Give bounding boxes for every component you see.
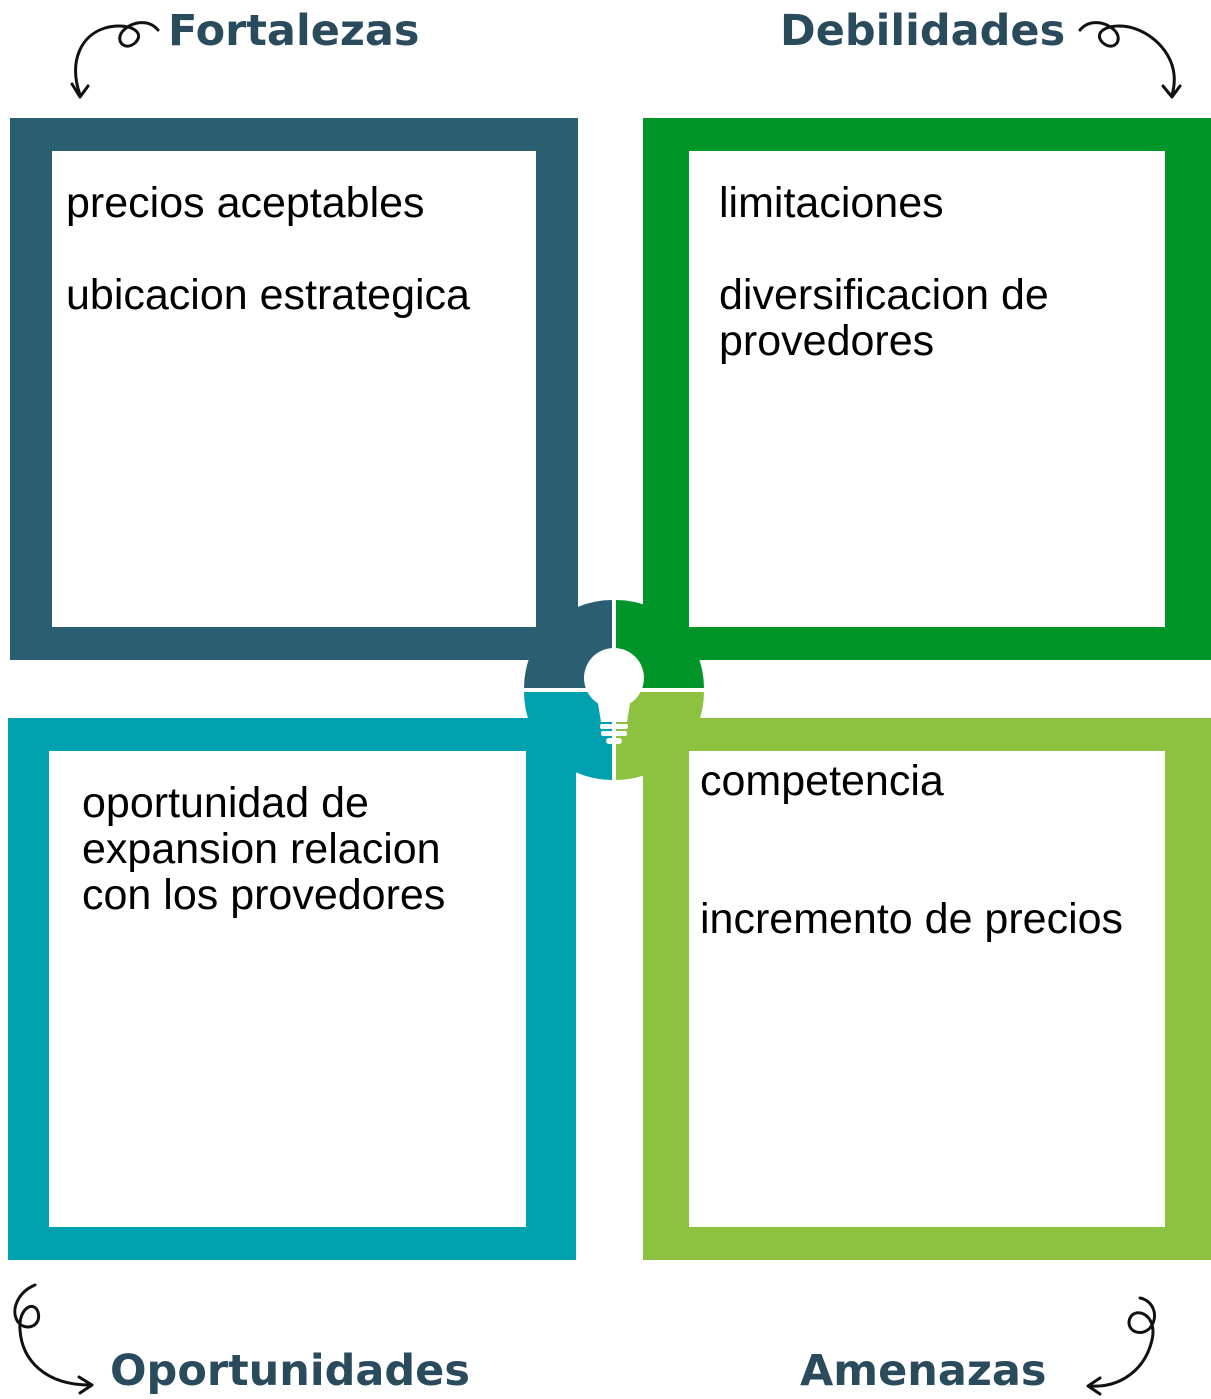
list-item: incremento de precios <box>700 895 1124 943</box>
center-quarter-oportunidades <box>524 692 612 780</box>
text-amenazas: competencia incremento de precios <box>700 758 1180 942</box>
list-item: diversificacion de provedores <box>719 271 1049 365</box>
text-fortalezas: precios aceptables ubicacion estrategica <box>66 180 526 318</box>
box-fortalezas <box>10 118 578 660</box>
curly-arrow-icon <box>1086 1296 1156 1396</box>
text-oportunidades: oportunidad de expansion relacion con lo… <box>82 780 482 918</box>
box-oportunidades <box>8 718 576 1260</box>
curly-arrow-icon <box>1078 21 1182 99</box>
curly-arrow-icon <box>70 21 160 99</box>
list-item: limitaciones <box>719 179 944 227</box>
title-amenazas: Amenazas <box>800 1346 1047 1396</box>
list-item: ubicacion estrategica <box>66 271 470 319</box>
title-oportunidades: Oportunidades <box>110 1346 470 1396</box>
lightbulb-icon <box>584 648 644 744</box>
curly-arrow-icon <box>13 1283 94 1395</box>
box-amenazas <box>643 718 1211 1260</box>
title-debilidades: Debilidades <box>780 6 1066 56</box>
text-debilidades: limitaciones diversificacion de provedor… <box>719 180 1139 364</box>
list-item: oportunidad de expansion relacion con lo… <box>82 779 446 919</box>
title-fortalezas: Fortalezas <box>168 6 420 56</box>
box-debilidades <box>643 118 1211 660</box>
list-item: competencia <box>700 757 944 805</box>
center-quarter-amenazas <box>616 692 704 780</box>
list-item: precios aceptables <box>66 179 425 227</box>
